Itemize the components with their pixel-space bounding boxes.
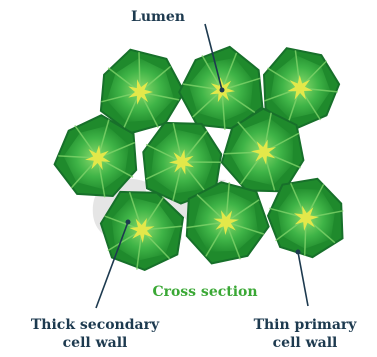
primary-wall-pointer-dot — [296, 250, 301, 255]
plant-cell — [268, 179, 343, 257]
lumen-label: Lumen — [116, 8, 200, 26]
plant-cell — [101, 50, 184, 133]
thick-secondary-wall-label-line2: cell wall — [4, 334, 186, 352]
thin-primary-wall-label: Thin primary cell wall — [236, 316, 374, 352]
primary-wall-leader-line — [298, 252, 308, 306]
secondary-wall-pointer-dot — [126, 220, 131, 225]
thin-primary-wall-label-line1: Thin primary — [236, 316, 374, 334]
thick-secondary-wall-label: Thick secondary cell wall — [4, 316, 186, 352]
plant-cell — [55, 115, 137, 197]
cross-section-caption: Cross section — [120, 284, 290, 300]
thick-secondary-wall-label-line1: Thick secondary — [4, 316, 186, 334]
lumen-pointer-dot — [220, 88, 225, 93]
thin-primary-wall-label-line2: cell wall — [236, 334, 374, 352]
